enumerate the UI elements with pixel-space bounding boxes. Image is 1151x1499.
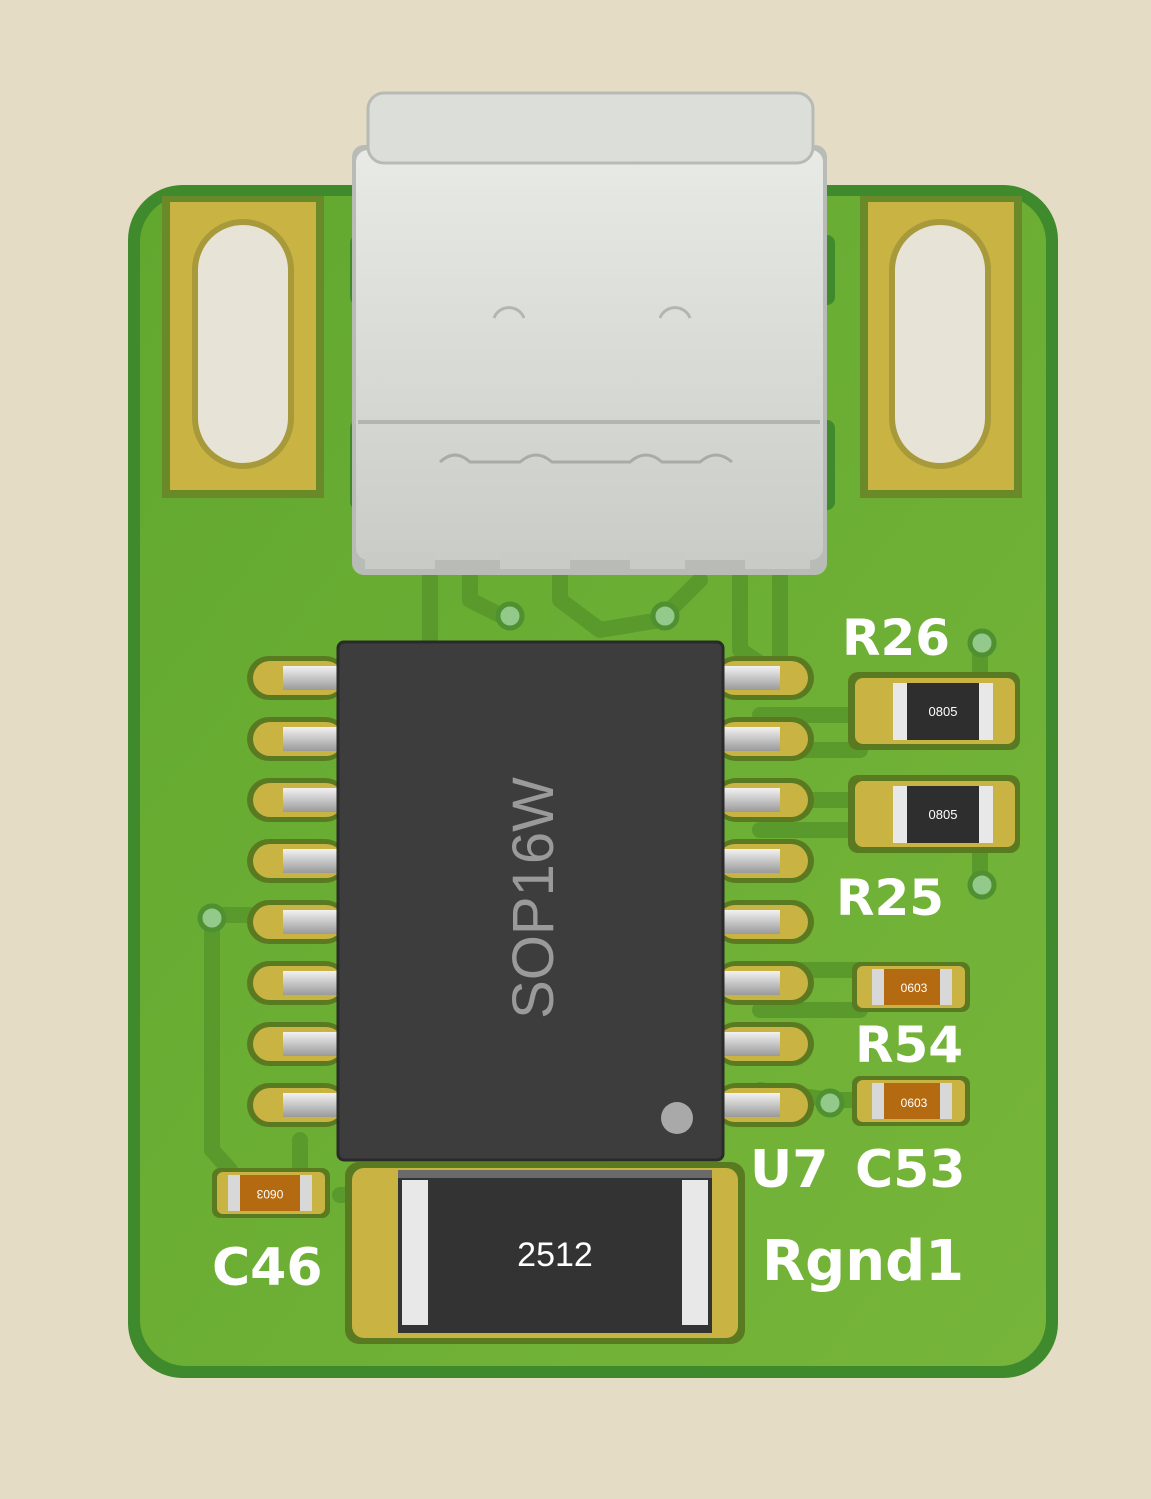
ic-lead-left (283, 1093, 341, 1117)
ic-lead-right (720, 1032, 780, 1056)
refdes-r54: R54 (855, 1016, 963, 1074)
pin1-marker-icon (661, 1102, 693, 1134)
resistor-rgnd1: 2512 (345, 1162, 745, 1344)
ic-pins (247, 656, 814, 1127)
ic-lead-right (720, 849, 780, 873)
mounting-slot-right (860, 196, 1022, 498)
r26-package-label: 0805 (929, 704, 958, 719)
ic-lead-left (283, 788, 341, 812)
ic-lead-right (720, 727, 780, 751)
resistor-r26: 0805 (848, 672, 1020, 750)
refdes-r26: R26 (842, 609, 950, 667)
capacitor-c53: 0603 (852, 1076, 970, 1126)
mounting-slot-left (162, 196, 324, 498)
resistor-r25: 0805 (848, 775, 1020, 853)
refdes-c53: C53 (855, 1140, 966, 1200)
ic-lead-left (283, 666, 341, 690)
ic-lead-right (720, 971, 780, 995)
ic-package-label: SOP16W (501, 777, 566, 1019)
refdes-rgnd1: Rgnd1 (762, 1229, 964, 1294)
resistor-r54: 0603 (852, 962, 970, 1012)
ic-lead-right (720, 910, 780, 934)
ic-lead-left (283, 971, 341, 995)
usb-c-receptacle-icon (350, 91, 835, 575)
silkscreen: R26 R25 R54 U7 C53 C46 Rgnd1 (212, 609, 966, 1298)
ic-lead-right (720, 788, 780, 812)
r54-package-label: 0603 (901, 981, 928, 995)
ic-lead-left (283, 910, 341, 934)
vias (197, 601, 997, 1118)
ic-lead-right (720, 666, 780, 690)
refdes-r25: R25 (836, 869, 944, 927)
rgnd1-package-label: 2512 (517, 1236, 593, 1274)
ic-lead-left (283, 727, 341, 751)
capacitor-c46: 0603 (212, 1168, 330, 1218)
refdes-c46: C46 (212, 1238, 323, 1298)
refdes-u7: U7 (750, 1140, 828, 1200)
ic-u7: SOP16W (336, 640, 725, 1162)
ic-lead-right (720, 1093, 780, 1117)
ic-lead-left (283, 1032, 341, 1056)
r25-package-label: 0805 (929, 807, 958, 822)
ic-lead-left (283, 849, 341, 873)
c53-package-label: 0603 (901, 1096, 928, 1110)
c46-package-label: 0603 (256, 1187, 283, 1201)
